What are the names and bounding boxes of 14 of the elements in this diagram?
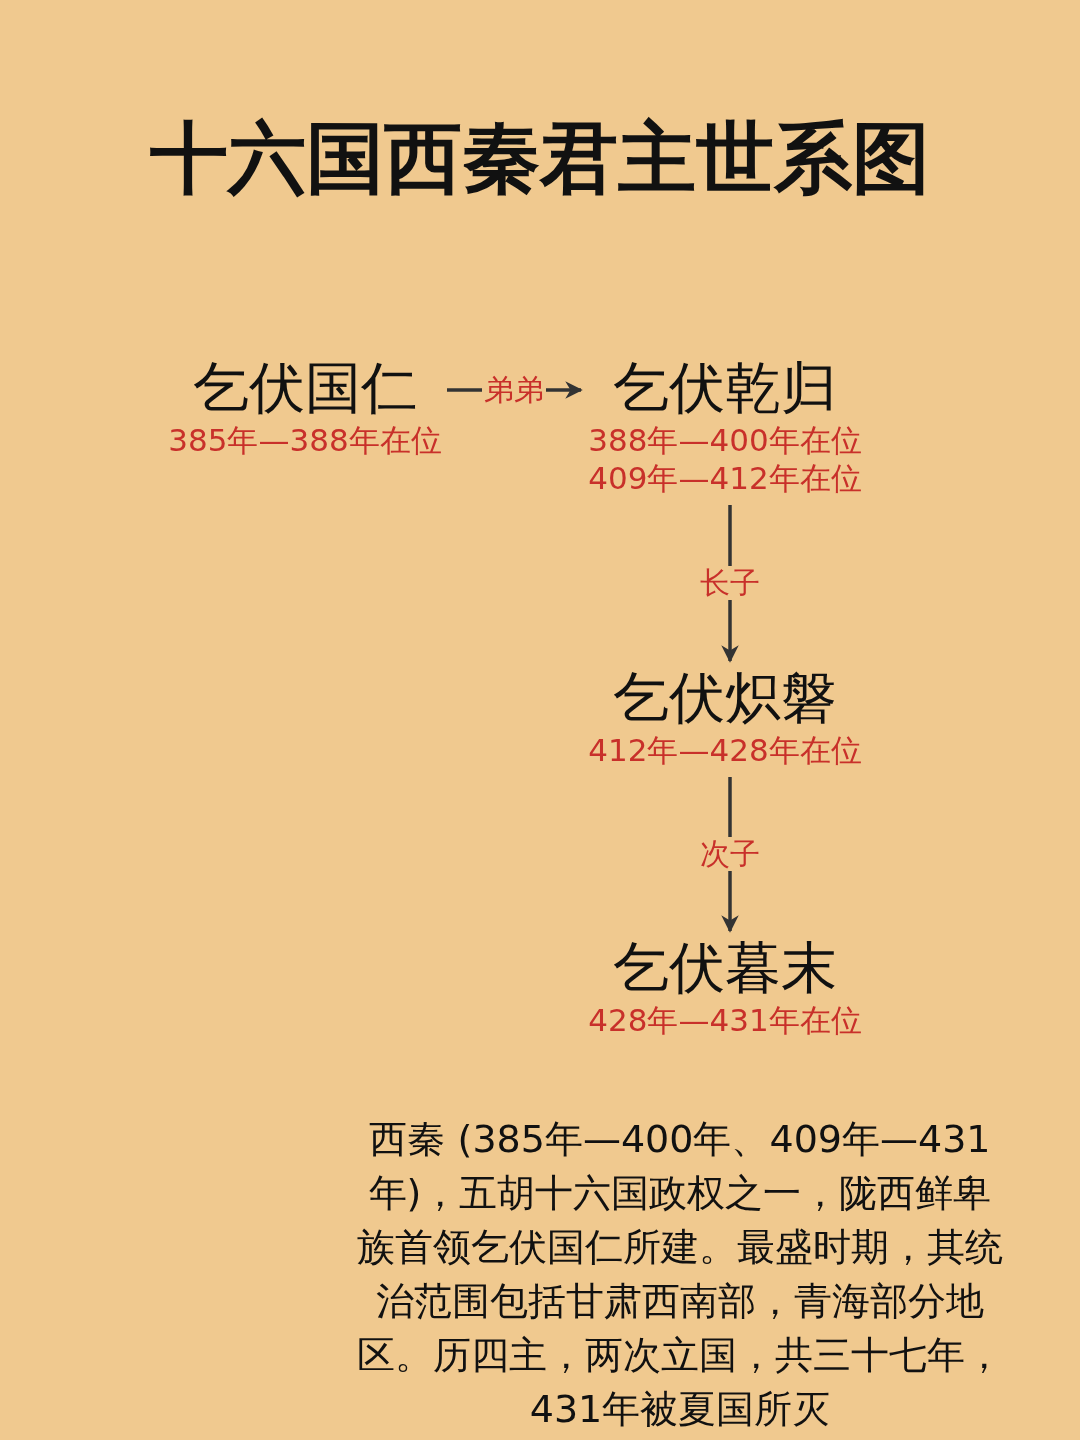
reign-period: 385年—388年在位 xyxy=(167,421,443,459)
ruler-name: 乞伏乾归 xyxy=(612,355,838,421)
reign-period: 388年—400年在位 xyxy=(587,421,863,459)
reign-period: 409年—412年在位 xyxy=(587,459,863,497)
ruler-name: 乞伏暮末 xyxy=(612,935,838,1001)
ruler-name: 乞伏炽磐 xyxy=(612,665,838,731)
description-paragraph: 西秦 (385年—400年、409年—431年)，五胡十六国政权之一，陇西鲜卑族首领乞伏国仁所建。最盛时期，其统治范围包括甘肃西南部，青海部分地区。历四主，两次立国，共三十七年，431年被夏国所灭 xyxy=(356,1116,1004,1433)
ruler-name: 乞伏国仁 xyxy=(192,355,418,421)
edge-label: 次子 xyxy=(698,837,762,871)
title: 十六国西秦君主世系图 xyxy=(149,112,931,205)
reign-period: 428年—431年在位 xyxy=(587,1001,863,1039)
edge-label: 长子 xyxy=(698,566,762,600)
reign-period: 412年—428年在位 xyxy=(587,731,863,769)
edge-label: 弟弟 xyxy=(482,373,546,407)
